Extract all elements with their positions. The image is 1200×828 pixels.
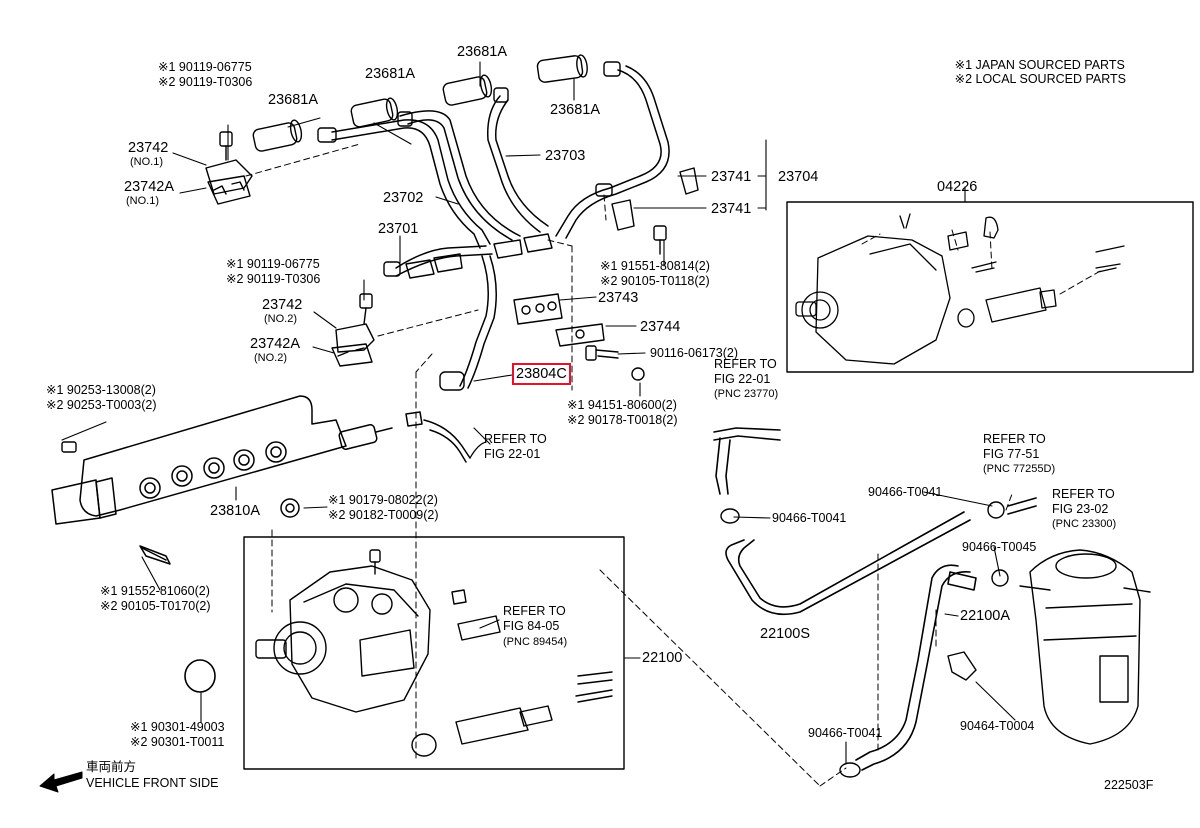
dashed-lines — [245, 143, 1103, 787]
refer-4-line1[interactable]: REFER TO — [983, 432, 1046, 446]
label-22100[interactable]: 22100 — [642, 650, 683, 666]
label-23742a-no2[interactable]: 23742A — [250, 336, 300, 352]
legend-japan: ※1 JAPAN SOURCED PARTS — [954, 58, 1125, 72]
label-23741-1[interactable]: 23741 — [711, 169, 752, 185]
refer-1-line1[interactable]: REFER TO — [484, 432, 547, 446]
figure-id: 222503F — [1104, 778, 1154, 792]
label-23742a-no1-sub: (NO.1) — [126, 195, 159, 207]
label-clip-2[interactable]: 90466-T0041 — [772, 511, 847, 525]
supply-pump — [255, 549, 613, 757]
label-23810a[interactable]: 23810A — [210, 503, 260, 519]
refer-5-line2[interactable]: FIG 23-02 — [1052, 502, 1109, 516]
front-arrow-icon — [39, 771, 83, 793]
label-23701[interactable]: 23701 — [378, 221, 419, 237]
refer-3-line2[interactable]: FIG 84-05 — [503, 619, 560, 633]
refer-5-line1[interactable]: REFER TO — [1052, 487, 1115, 501]
label-bolt-b-2[interactable]: ※2 90119-T0306 — [226, 272, 321, 286]
label-23742-no1-sub: (NO.1) — [130, 156, 163, 168]
label-bolt-b-1[interactable]: ※1 90119-06775 — [226, 257, 320, 271]
label-23681a-2[interactable]: 23681A — [365, 66, 415, 82]
label-nut-e-1[interactable]: ※1 90179-08022(2) — [328, 493, 438, 507]
fuel-filter — [1019, 549, 1151, 745]
label-23742-no2[interactable]: 23742 — [262, 297, 303, 313]
pump-kit-drawing — [795, 213, 1125, 365]
label-bolt-a-2[interactable]: ※2 90119-T0306 — [158, 75, 253, 89]
supply-pump-box — [243, 536, 625, 770]
common-rail — [51, 395, 471, 565]
label-nut-e-2[interactable]: ※2 90182-T0009(2) — [328, 508, 439, 522]
label-bolt-c-2[interactable]: ※2 90105-T0118(2) — [600, 274, 710, 288]
refer-2-line3[interactable]: (PNC 23770) — [714, 388, 779, 400]
label-23741-2[interactable]: 23741 — [711, 201, 752, 217]
leader-lines — [61, 61, 1016, 765]
label-clip-1[interactable]: 90466-T0041 — [868, 485, 943, 499]
refer-3-line1[interactable]: REFER TO — [503, 604, 566, 618]
pipe-sleeves — [252, 54, 621, 391]
label-23743[interactable]: 23743 — [598, 290, 639, 306]
label-clip-4[interactable]: 90466-T0041 — [808, 726, 883, 740]
label-23742a-no1[interactable]: 23742A — [124, 179, 174, 195]
refer-2-line1[interactable]: REFER TO — [714, 357, 777, 371]
legend-local: ※2 LOCAL SOURCED PARTS — [954, 72, 1126, 86]
label-23681a-3[interactable]: 23681A — [268, 92, 318, 108]
o-ring — [184, 659, 216, 693]
label-22100a[interactable]: 22100A — [960, 608, 1010, 624]
refer-3-line3[interactable]: (PNC 89454) — [503, 636, 568, 648]
label-bolt-f-1[interactable]: ※1 91552-81060(2) — [100, 584, 210, 598]
front-side-en: VEHICLE FRONT SIDE — [86, 776, 219, 790]
label-nut-d-2[interactable]: ※2 90178-T0018(2) — [567, 413, 678, 427]
label-22100s[interactable]: 22100S — [760, 626, 810, 642]
label-clip-5[interactable]: 90464-T0004 — [960, 719, 1035, 733]
refer-4-line2[interactable]: FIG 77-51 — [983, 447, 1040, 461]
sourcing-legend: ※1 JAPAN SOURCED PARTS ※2 LOCAL SOURCED … — [955, 58, 1126, 86]
label-clip-3[interactable]: 90466-T0045 — [962, 540, 1037, 554]
clamps — [205, 131, 699, 367]
label-oring-1[interactable]: ※1 90301-49003 — [130, 720, 225, 734]
label-23703[interactable]: 23703 — [545, 148, 586, 164]
label-oring-2[interactable]: ※2 90301-T0011 — [130, 735, 225, 749]
label-23742a-no2-sub: (NO.2) — [254, 352, 287, 364]
injection-pipes — [331, 65, 670, 389]
label-stud-bolt[interactable]: 90116-06173(2) — [650, 346, 739, 360]
label-23702[interactable]: 23702 — [383, 190, 424, 206]
label-23681a-1[interactable]: 23681A — [457, 44, 507, 60]
label-plug-1[interactable]: ※1 90253-13008(2) — [46, 383, 156, 397]
label-nut-d-1[interactable]: ※1 94151-80600(2) — [567, 398, 677, 412]
label-23742-no2-sub: (NO.2) — [264, 313, 297, 325]
label-bolt-f-2[interactable]: ※2 90105-T0170(2) — [100, 599, 211, 613]
stud-bolts — [61, 345, 645, 453]
label-23744[interactable]: 23744 — [640, 319, 681, 335]
label-04226[interactable]: 04226 — [937, 179, 978, 195]
pipe-clamp-blocks — [405, 233, 605, 347]
label-bolt-a-1[interactable]: ※1 90119-06775 — [158, 60, 252, 74]
label-23804c-highlighted[interactable]: 23804C — [512, 363, 571, 385]
refer-2-line2[interactable]: FIG 22-01 — [714, 372, 771, 386]
refer-5-line3[interactable]: (PNC 23300) — [1052, 518, 1117, 530]
refer-1-line2[interactable]: FIG 22-01 — [484, 447, 541, 461]
label-23681a-4[interactable]: 23681A — [550, 102, 600, 118]
refer-leaders — [469, 441, 487, 459]
hose-clips — [720, 501, 1009, 778]
fuel-hoses — [713, 427, 1037, 771]
front-side-jp: 車両前方 — [86, 760, 137, 774]
label-bolt-c-1[interactable]: ※1 91551-80814(2) — [600, 259, 710, 273]
label-23704[interactable]: 23704 — [778, 169, 819, 185]
label-23742-no1[interactable]: 23742 — [128, 140, 169, 156]
label-plug-2[interactable]: ※2 90253-T0003(2) — [46, 398, 157, 412]
pump-kit-box — [786, 201, 1194, 373]
refer-4-line3[interactable]: (PNC 77255D) — [983, 463, 1056, 475]
